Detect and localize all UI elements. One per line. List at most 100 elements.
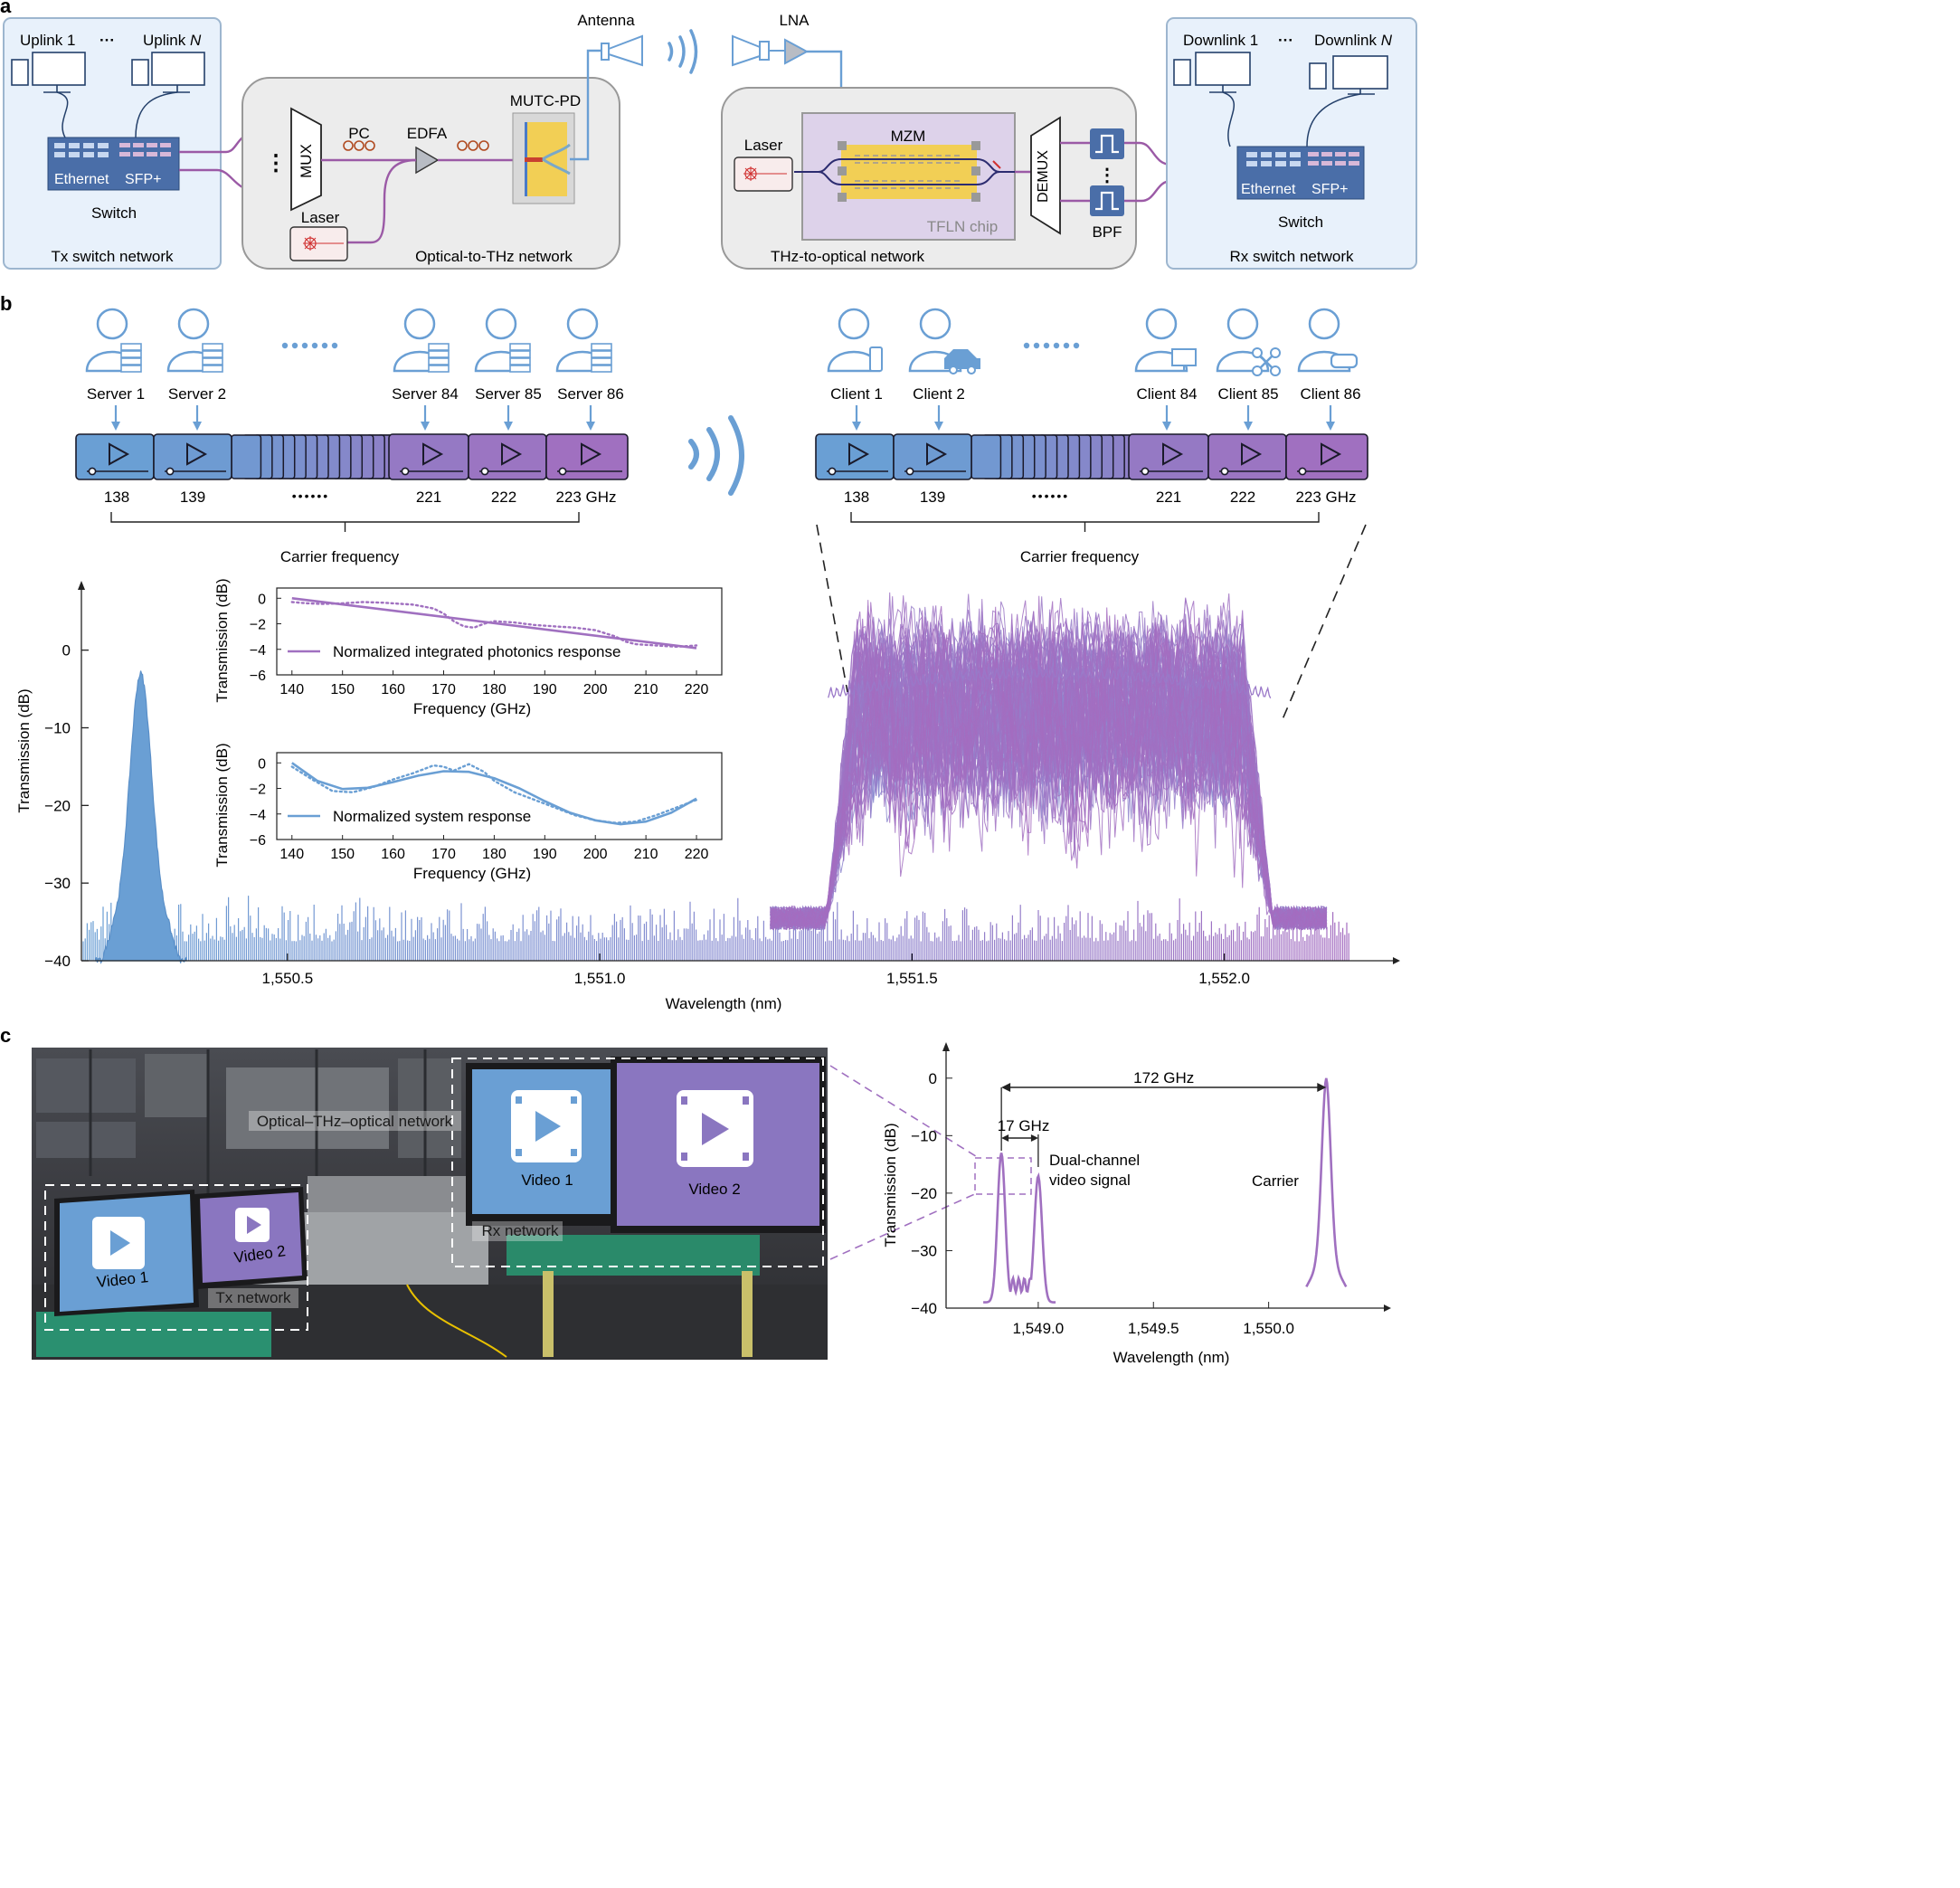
ellipsis-dot [1063,342,1070,349]
vr-headset-icon [1330,353,1359,369]
person-head [403,308,436,340]
channel-video-tile [388,433,469,480]
ellipsis-dot [1053,342,1060,349]
y-tick-label: −2 [250,618,266,633]
dual-channel-box [974,1157,1032,1195]
play-icon [1321,442,1342,466]
arrow-head [1001,1134,1009,1142]
drone-rotor [1270,347,1281,358]
node-label: Server 2 [168,385,226,403]
panel-b-letter: b [0,292,12,315]
person-head [566,308,599,340]
channel-video-tile [545,433,629,480]
server-rack-icon [509,365,531,373]
computer-icon [11,52,205,93]
down-arrow-head [421,422,430,431]
channel-video-tile [153,433,232,480]
x-axis-label: Frequency (GHz) [413,865,531,882]
node-label: Client 86 [1300,385,1360,403]
node-label: Client 84 [1136,385,1197,403]
server-rack-icon [428,365,450,373]
x-tick-label: 170 [431,682,456,697]
y-axis-label: Transmission (dB) [882,1123,899,1247]
down-arrow-head [934,422,943,431]
node-label: Client 1 [830,385,883,403]
client-user-icon [1216,308,1281,376]
figure: a Uplink 1 ··· Uplink N Ethernet SFP+ Sw [0,0,1417,1366]
progress-knob [905,467,914,476]
optical-to-thz-network: ⋮ MUX PC EDFA MUTC-PD Laser Optical-to-T… [241,49,620,270]
down-arrow-head [504,422,513,431]
x-tick-label: 210 [634,682,658,697]
ellipsis-dot [281,342,289,349]
span-172-label: 172 GHz [1133,1069,1194,1086]
bpf-vdots: ⋮ [1098,166,1116,185]
panel-c-letter: c [0,1024,11,1047]
play-icon [186,442,208,466]
progress-knob [88,467,97,476]
uplink-dots: ··· [99,32,115,49]
measured-line [290,763,698,824]
channel-trace [770,605,1327,930]
bpf-label: BPF [1092,223,1122,241]
channel-trace [770,606,1328,929]
ellipsis-dot [301,342,308,349]
server-rack-icon [509,357,531,365]
drone-rotor [1252,365,1263,376]
measured-line [290,601,698,649]
server-rack-icon [202,365,223,373]
ellipsis-dot [331,342,338,349]
channel-trace [770,601,1328,928]
tx-network-label: Tx switch network [51,248,174,265]
server-rack-icon [428,357,450,365]
thz-to-optical-network: MZM TFLN chip Laser DEMUX [721,87,1137,270]
downlink-n-label: Downlink N [1314,32,1393,49]
x-tick-label: 200 [583,847,608,862]
ellipsis-dot [1023,342,1030,349]
dual-channel-label-2: video signal [1049,1172,1131,1189]
person-head [485,308,517,340]
x-tick-label: 1,552.0 [1198,970,1250,987]
channel-ellipsis: •••••• [1032,489,1069,503]
channel-frequency-label: 222 [1230,489,1255,506]
rx-network-label: Rx switch network [1230,248,1354,265]
y-axis-label: Transmission (dB) [213,578,231,702]
channel-frame [971,434,1002,479]
wireless-wave-icon [728,415,744,496]
node-label: Server 1 [87,385,145,403]
x-tick-label: 1,550.5 [261,970,313,987]
carrier-frequency-label: Carrier frequency [280,548,400,565]
downlink-dots: ··· [1278,32,1293,49]
car-icon [944,349,980,369]
dual-channel-label: Dual-channel [1049,1152,1140,1169]
person-head [919,308,952,340]
wireless-waves-icon [668,29,698,74]
client-user-icon [827,308,883,373]
x-tick-label: 140 [279,682,304,697]
server-rack-icon [428,343,450,351]
server-rack-icon [509,343,531,351]
play-icon [1162,442,1184,466]
server-user-icon [393,308,450,373]
channel-tile-bg [893,433,972,480]
legend-label: Normalized system response [333,808,531,825]
carrier-bracket [110,512,580,523]
mux-vdots: ⋮ [265,151,287,176]
person-head [1226,308,1259,340]
y-tick-label: −40 [911,1300,937,1317]
tx-switch-network: Uplink 1 ··· Uplink N Ethernet SFP+ Swit… [3,17,222,270]
x-tick-label: 150 [330,847,355,862]
fit-line [291,762,697,826]
channel-tile-bg [815,433,895,480]
ellipsis-dot [291,342,298,349]
channel-ellipsis: •••••• [292,489,329,503]
channel-frequency-label: 138 [104,489,129,506]
laser-icon [289,226,348,261]
y-tick-label: −40 [44,953,71,970]
mux-label: MUX [298,144,315,178]
down-arrow-head [1326,422,1335,431]
rx-video2-label: Video 2 [688,1181,740,1198]
progress-knob [401,467,410,476]
